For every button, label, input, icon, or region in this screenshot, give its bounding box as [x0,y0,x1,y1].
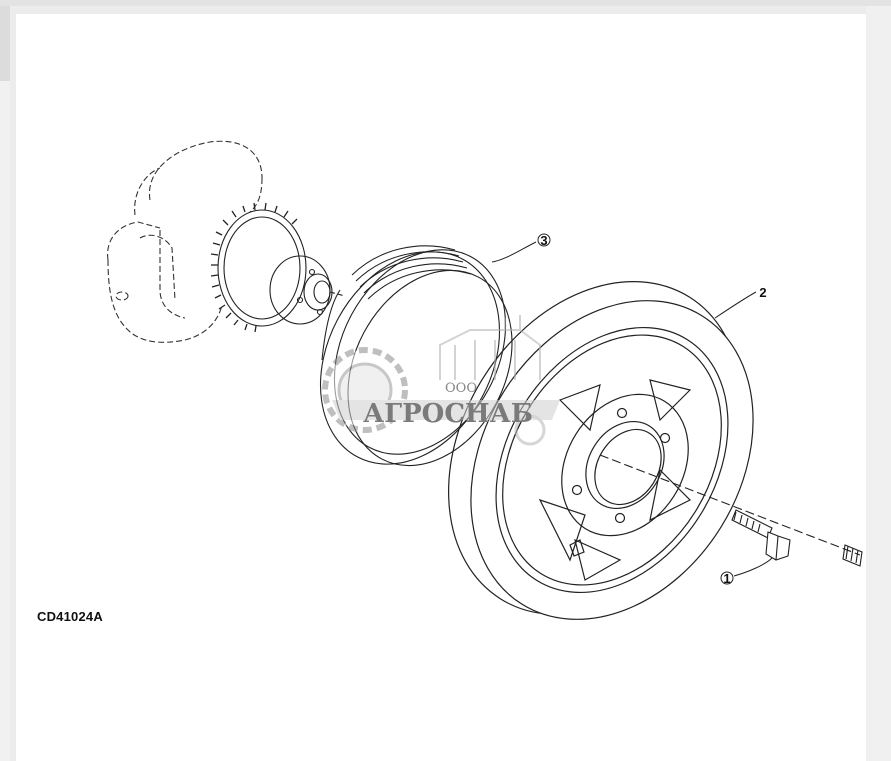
callout-2 [714,291,757,319]
damper-pulley [448,281,754,620]
left-margin-tab [0,6,10,81]
callout-1 [720,557,773,585]
bolt [599,454,863,567]
crank-gear [210,202,346,333]
crankshaft-outline [107,140,263,343]
belt-pulley-ring [319,245,513,467]
watermark-name: АГРОСНАБ [363,399,533,429]
left-margin [0,6,10,761]
right-margin [866,6,891,761]
callout-1-label: 1 [723,571,730,586]
figure-code: CD41024A [37,609,103,624]
watermark-logo [322,315,560,446]
callout-3-label: 3 [540,233,547,248]
watermark-prefix: ООО [445,381,477,396]
top-bar [0,0,891,6]
callout-3 [491,233,551,263]
callout-2-label: 2 [759,285,766,300]
